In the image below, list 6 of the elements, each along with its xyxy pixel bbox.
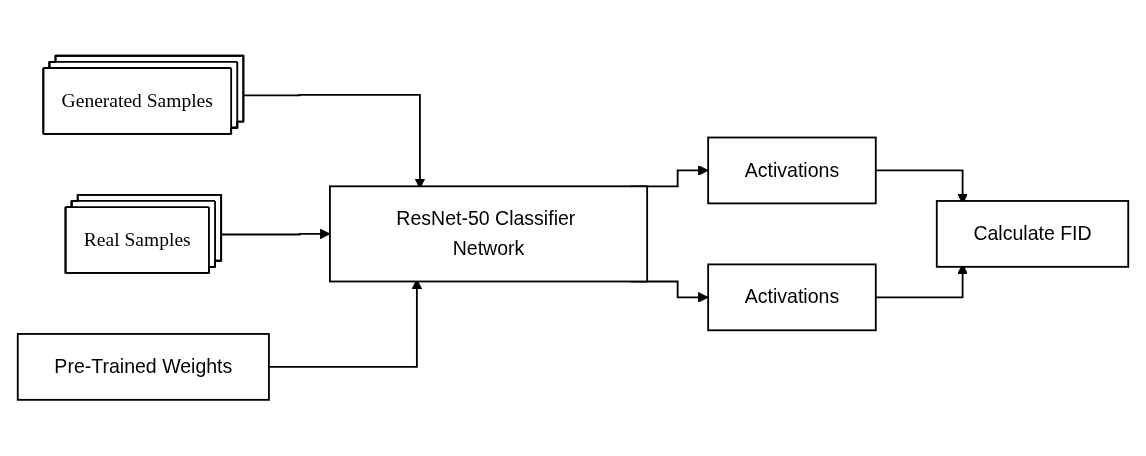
node-box [16, 333, 270, 401]
node-box [707, 136, 877, 205]
node-box [935, 200, 1130, 268]
flowchart-diagram: Generated Samples Real Samples Pre-Trained Weights ResNet-50 Classifier Network Activations Activations Calculate FID [8, 46, 1138, 410]
node-box [707, 263, 877, 332]
node-box [329, 185, 649, 283]
